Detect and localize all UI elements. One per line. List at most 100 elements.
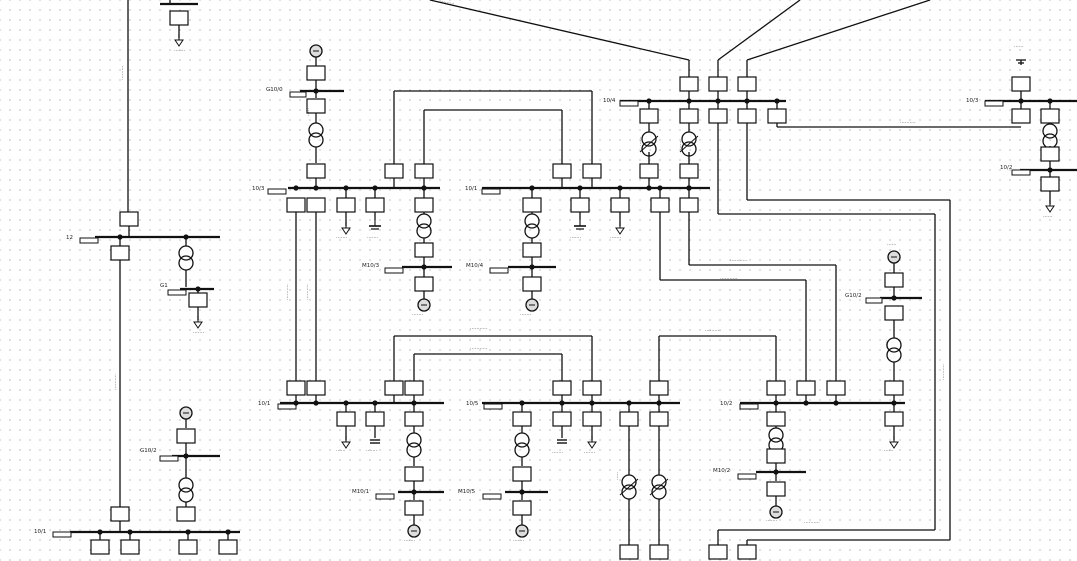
breaker-box[interactable] <box>884 380 904 396</box>
breaker-box[interactable] <box>1040 146 1060 162</box>
breaker-box[interactable] <box>512 466 532 482</box>
breaker-box[interactable] <box>1040 108 1060 124</box>
breaker-box[interactable] <box>286 380 306 396</box>
breaker-box[interactable] <box>306 197 326 213</box>
breaker-box[interactable] <box>336 197 356 213</box>
breaker-box[interactable] <box>522 276 542 292</box>
value-field[interactable] <box>865 297 883 304</box>
breaker-box[interactable] <box>649 544 669 560</box>
breaker-box[interactable] <box>610 197 630 213</box>
breaker-box[interactable] <box>404 380 424 396</box>
value-field[interactable] <box>619 100 639 107</box>
breaker-box[interactable] <box>512 411 532 427</box>
breaker-box[interactable] <box>110 245 130 261</box>
breaker-box[interactable] <box>884 411 904 427</box>
breaker-box[interactable] <box>522 242 542 258</box>
breaker-box[interactable] <box>365 411 385 427</box>
value-field[interactable] <box>737 473 757 480</box>
breaker-box[interactable] <box>306 380 326 396</box>
breaker-box[interactable] <box>176 428 196 444</box>
breaker-box[interactable] <box>884 272 904 288</box>
breaker-box[interactable] <box>1011 76 1031 92</box>
breaker-box[interactable] <box>766 481 786 497</box>
value-field[interactable] <box>79 237 99 244</box>
value-field[interactable] <box>277 403 297 410</box>
breaker-box[interactable] <box>766 448 786 464</box>
breaker-box[interactable] <box>650 197 670 213</box>
breaker-box[interactable] <box>619 411 639 427</box>
breaker-box[interactable] <box>552 380 572 396</box>
breaker-box[interactable] <box>522 197 542 213</box>
breaker-box[interactable] <box>336 411 356 427</box>
breaker-box[interactable] <box>188 292 208 308</box>
breaker-box[interactable] <box>737 544 757 560</box>
value-field[interactable] <box>481 188 501 195</box>
breaker-box[interactable] <box>404 411 424 427</box>
value-field[interactable] <box>482 493 502 500</box>
breaker-box[interactable] <box>582 411 602 427</box>
breaker-box[interactable] <box>384 380 404 396</box>
value-field[interactable] <box>1011 169 1031 176</box>
value-field[interactable] <box>267 188 287 195</box>
breaker-box[interactable] <box>737 108 757 124</box>
breaker-box[interactable] <box>414 197 434 213</box>
value-field[interactable] <box>52 531 72 538</box>
breaker-box[interactable] <box>552 411 572 427</box>
value-field[interactable] <box>289 91 307 98</box>
breaker-box[interactable] <box>178 539 198 555</box>
breaker-box[interactable] <box>639 108 659 124</box>
value-field[interactable] <box>167 289 187 296</box>
breaker-box[interactable] <box>404 466 424 482</box>
breaker-box[interactable] <box>176 506 196 522</box>
breaker-box[interactable] <box>582 163 602 179</box>
breaker-box[interactable] <box>1011 108 1031 124</box>
breaker-box[interactable] <box>796 380 816 396</box>
value-field[interactable] <box>375 493 395 500</box>
breaker-box[interactable] <box>552 163 572 179</box>
breaker-box[interactable] <box>649 380 669 396</box>
breaker-box[interactable] <box>1040 176 1060 192</box>
breaker-box[interactable] <box>884 305 904 321</box>
breaker-box[interactable] <box>679 197 699 213</box>
breaker-box[interactable] <box>679 76 699 92</box>
breaker-box[interactable] <box>306 163 326 179</box>
small-label: ······ <box>887 242 897 248</box>
breaker-box[interactable] <box>119 211 139 227</box>
breaker-box[interactable] <box>365 197 385 213</box>
breaker-box[interactable] <box>414 276 434 292</box>
breaker-box[interactable] <box>169 10 189 26</box>
value-field[interactable] <box>739 403 759 410</box>
breaker-box[interactable] <box>286 197 306 213</box>
breaker-box[interactable] <box>384 163 404 179</box>
breaker-box[interactable] <box>708 108 728 124</box>
breaker-box[interactable] <box>708 76 728 92</box>
breaker-box[interactable] <box>306 65 326 81</box>
breaker-box[interactable] <box>414 242 434 258</box>
breaker-box[interactable] <box>826 380 846 396</box>
breaker-box[interactable] <box>582 380 602 396</box>
breaker-box[interactable] <box>708 544 728 560</box>
breaker-box[interactable] <box>766 380 786 396</box>
breaker-box[interactable] <box>570 197 590 213</box>
breaker-box[interactable] <box>512 500 532 516</box>
breaker-box[interactable] <box>120 539 140 555</box>
breaker-box[interactable] <box>767 108 787 124</box>
connection-line <box>429 0 690 61</box>
breaker-box[interactable] <box>414 163 434 179</box>
value-field[interactable] <box>483 403 503 410</box>
breaker-box[interactable] <box>649 411 669 427</box>
value-field[interactable] <box>384 267 404 274</box>
breaker-box[interactable] <box>404 500 424 516</box>
value-field[interactable] <box>489 267 509 274</box>
breaker-box[interactable] <box>639 163 659 179</box>
breaker-box[interactable] <box>679 108 699 124</box>
breaker-box[interactable] <box>619 544 639 560</box>
value-field[interactable] <box>984 100 1004 107</box>
breaker-box[interactable] <box>737 76 757 92</box>
breaker-box[interactable] <box>218 539 238 555</box>
breaker-box[interactable] <box>679 163 699 179</box>
breaker-box[interactable] <box>766 411 786 427</box>
breaker-box[interactable] <box>90 539 110 555</box>
breaker-box[interactable] <box>110 506 130 522</box>
value-field[interactable] <box>159 455 179 462</box>
